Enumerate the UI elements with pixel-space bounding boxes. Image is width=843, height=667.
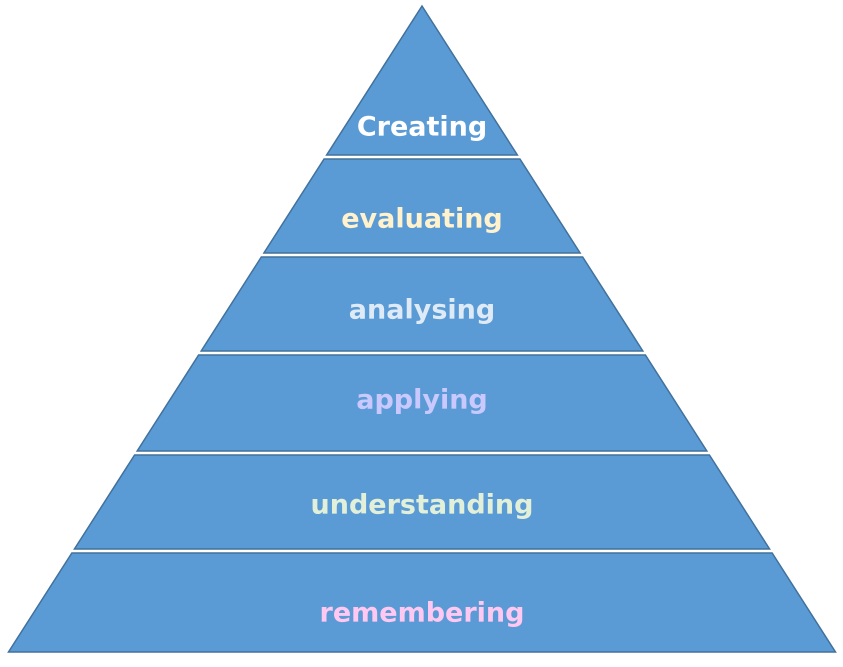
pyramid-tier-remembering [7,552,837,653]
tier-label-understanding: understanding [311,490,534,521]
pyramid-tier-applying [135,354,709,452]
tier-label-applying: applying [356,385,488,416]
pyramid-tier-creating [325,4,519,156]
tier-label-evaluating: evaluating [341,204,503,235]
pyramid-tier-evaluating [262,158,582,254]
tier-label-remembering: remembering [320,598,525,629]
tier-label-creating: Creating [357,112,487,143]
pyramid-tier-understanding [73,454,771,550]
tier-label-analysing: analysing [349,295,495,326]
pyramid-tier-analysing [199,256,645,352]
